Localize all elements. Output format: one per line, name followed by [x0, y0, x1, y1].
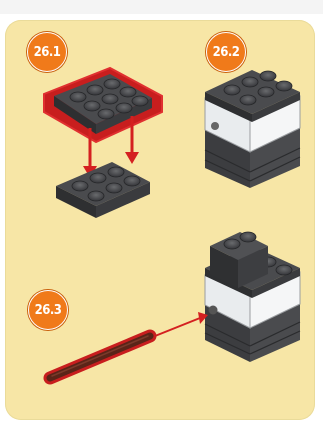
step-badge-26-3: 26.3 [28, 290, 68, 330]
arrow-icon [150, 312, 208, 338]
lego-plate-2x4-icon [44, 68, 162, 142]
step-badge-26-1: 26.1 [27, 32, 67, 72]
lego-plate-2x3-icon [56, 162, 150, 218]
lego-axle-icon [50, 336, 150, 378]
lego-assembly-icon [205, 70, 300, 188]
step-badge-26-2: 26.2 [206, 32, 246, 72]
lego-assembly-icon [205, 232, 300, 362]
